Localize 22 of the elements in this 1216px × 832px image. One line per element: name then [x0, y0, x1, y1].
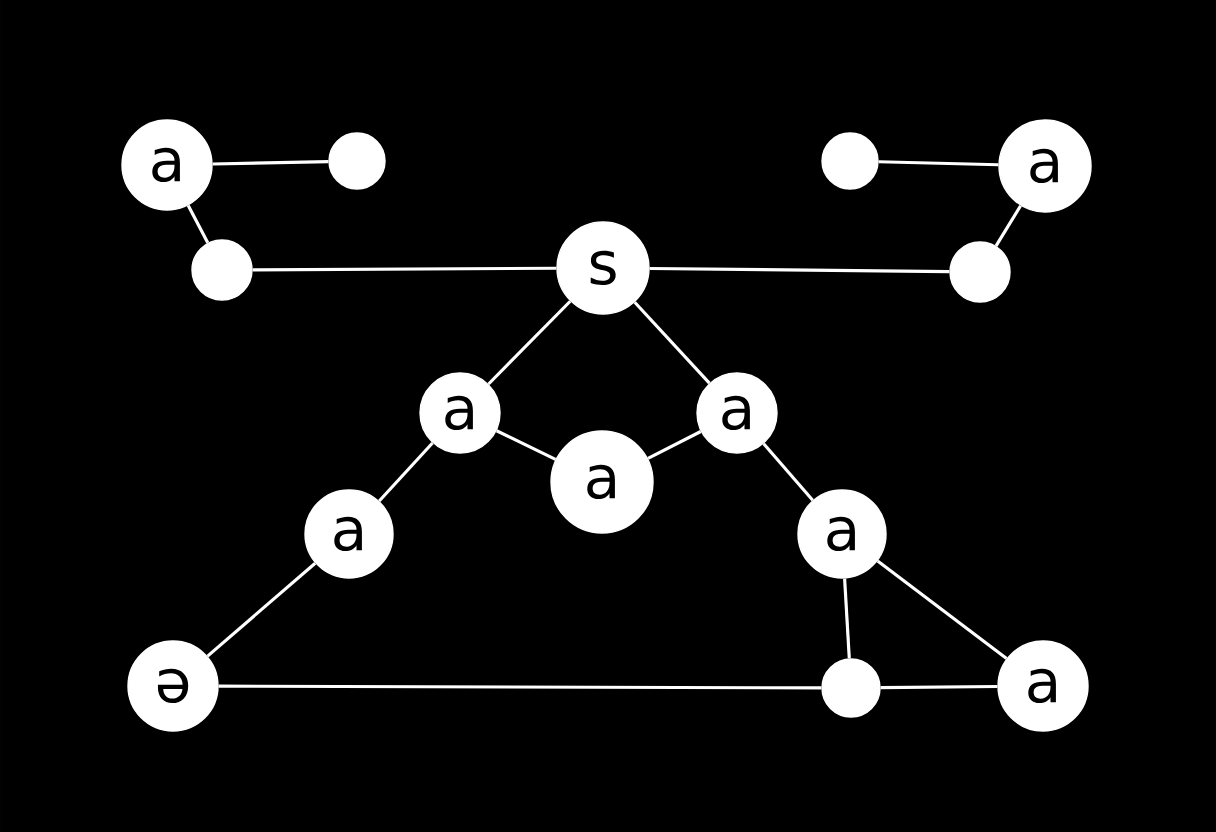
connector-line	[880, 684, 998, 690]
connector-line	[647, 430, 702, 460]
connector-line	[876, 559, 1008, 660]
connector-line	[252, 266, 557, 272]
connector-line	[994, 204, 1022, 247]
connector-line	[378, 441, 434, 503]
dot	[821, 658, 881, 718]
dot	[191, 239, 253, 301]
connector-line	[212, 160, 329, 166]
connector-line	[186, 204, 210, 244]
connector-line	[762, 442, 814, 502]
connector-line	[218, 684, 822, 690]
dot	[328, 132, 386, 190]
connector-line	[495, 429, 557, 461]
dot	[949, 241, 1011, 303]
connector-line	[633, 301, 711, 385]
connector-line	[206, 562, 317, 658]
dot	[821, 132, 879, 190]
connector-line	[843, 578, 851, 659]
connector-line	[487, 300, 572, 386]
connector-line	[649, 266, 950, 274]
connector-line	[878, 160, 999, 167]
